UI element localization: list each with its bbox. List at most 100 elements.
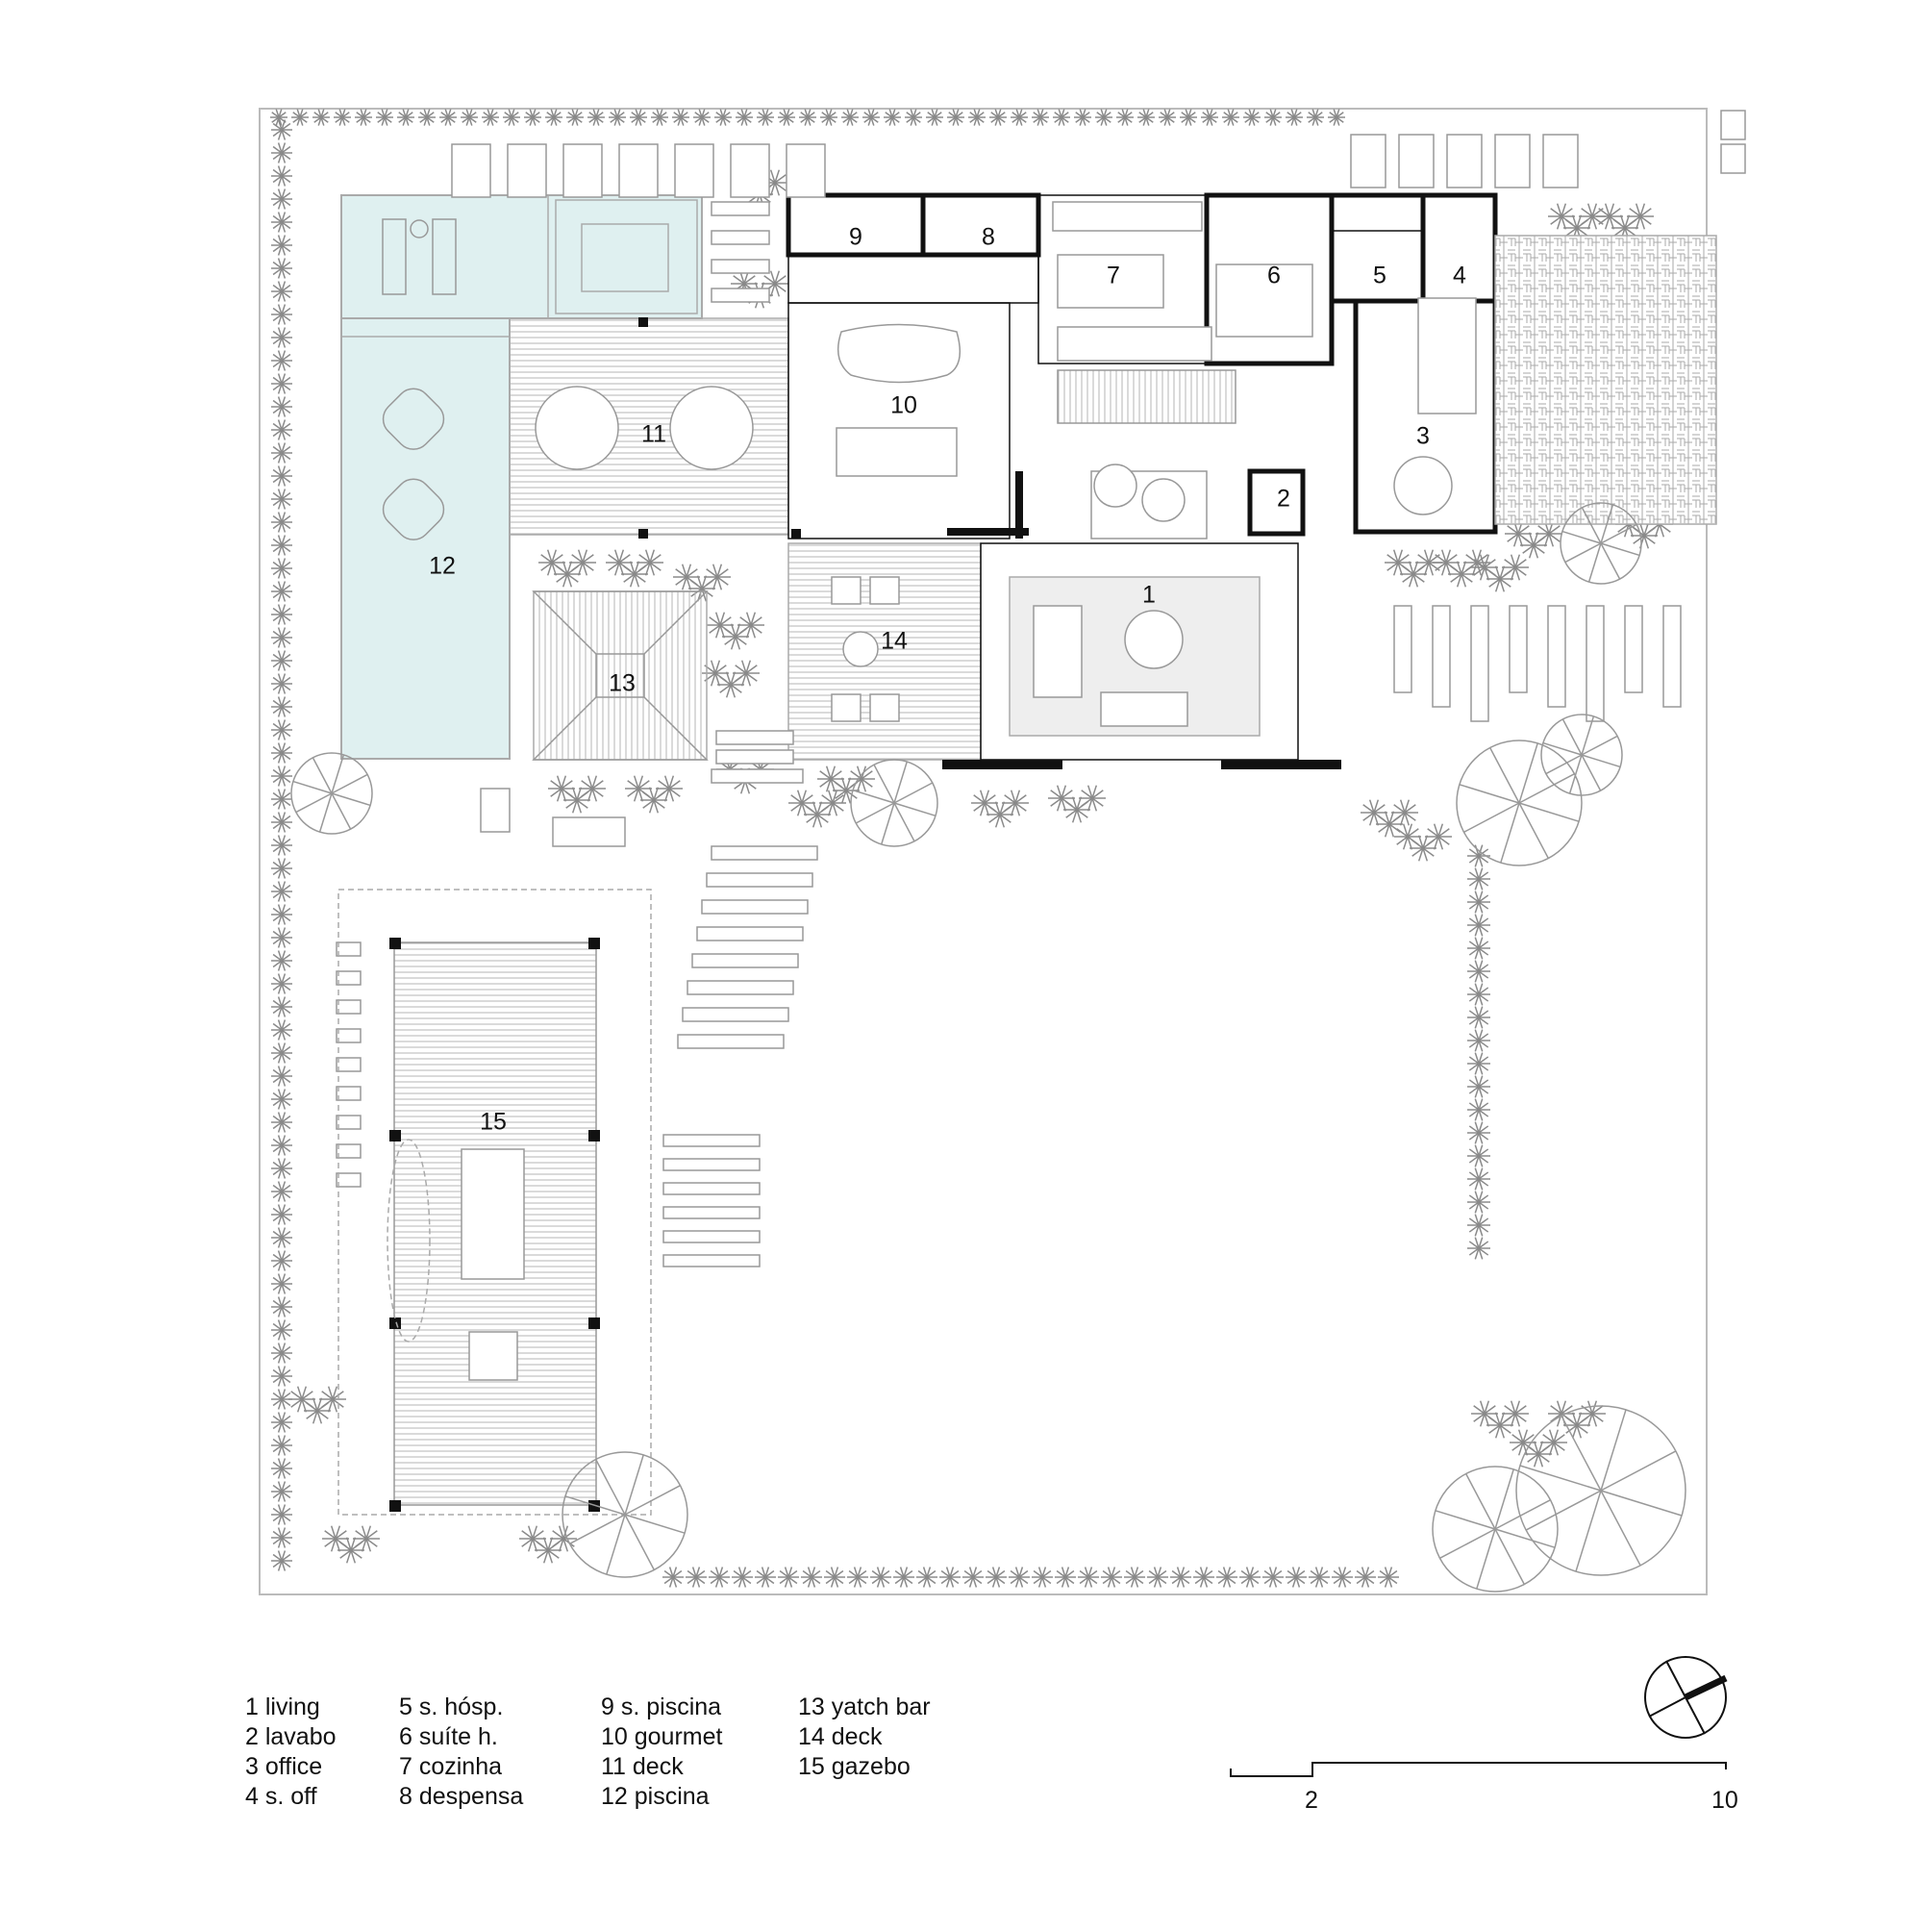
shrub-icon (986, 801, 1013, 828)
shrub-icon (817, 765, 844, 792)
scale-label-2: 2 (1305, 1787, 1318, 1814)
stone (677, 1034, 785, 1049)
shrub-icon (548, 775, 575, 802)
shrub-icon (799, 109, 816, 126)
shrub-icon (271, 1135, 292, 1156)
shrub-icon (1467, 1144, 1490, 1167)
shrub-icon (271, 881, 292, 902)
legend-item: 8 despensa (399, 1783, 524, 1810)
stair (1057, 369, 1236, 424)
shrub-icon (271, 419, 292, 440)
shrub-icon (1467, 1191, 1490, 1214)
shrub-icon (271, 1227, 292, 1248)
legend-item: 1 living (245, 1694, 320, 1720)
shrub-icon (1448, 561, 1475, 588)
stone (662, 1182, 761, 1195)
shrub-icon (1009, 1567, 1030, 1588)
legend-item: 13 yatch bar (798, 1694, 931, 1720)
shrub-icon (1467, 867, 1490, 891)
shrub-icon (736, 109, 753, 126)
shrub-icon (1048, 785, 1075, 812)
paving-area (1494, 235, 1717, 525)
stone (1720, 143, 1746, 174)
shrub-icon (271, 373, 292, 394)
shrub-icon (733, 660, 760, 687)
shrub-icon (630, 109, 647, 126)
shrub-icon (801, 1567, 822, 1588)
shrub-icon (673, 564, 700, 590)
shrub-icon (271, 858, 292, 879)
shrub-icon (271, 212, 292, 233)
shrub-icon (1520, 532, 1547, 559)
shrub-icon (1467, 937, 1490, 960)
shrub-icon (271, 1527, 292, 1548)
shrub-icon (651, 109, 668, 126)
legend-item: 11 deck (601, 1753, 684, 1780)
shrub-icon (905, 109, 922, 126)
shrub-icon (291, 109, 309, 126)
shrub-icon (1433, 549, 1460, 576)
deck-11 (509, 317, 801, 539)
shrub-icon (625, 775, 652, 802)
stone (552, 816, 626, 847)
tree-icon (290, 752, 373, 835)
shrub-icon (1579, 1400, 1606, 1427)
stone (1509, 605, 1528, 693)
shrub-icon (353, 1525, 380, 1552)
shrub-icon (271, 581, 292, 602)
shrub-icon (1309, 1567, 1330, 1588)
shrub-icon (1505, 520, 1532, 547)
shrub-icon (686, 1567, 707, 1588)
room-label-11: 11 (641, 421, 666, 448)
shrub-icon (1563, 1412, 1590, 1439)
shrub-icon (1002, 790, 1029, 816)
shrub-icon (1471, 1400, 1498, 1427)
shrub-icon (1467, 1006, 1490, 1029)
legend-column-1: 1 living 2 lavabo 3 office 4 s. off (245, 1693, 399, 1812)
stone (336, 1028, 362, 1043)
shrub-icon (271, 1481, 292, 1502)
stone (1432, 605, 1451, 708)
shrub-icon (271, 165, 292, 187)
shrub-icon (1467, 1029, 1490, 1052)
shrub-icon (1548, 203, 1575, 230)
shrub-icon (1467, 1075, 1490, 1098)
stone (1542, 134, 1579, 188)
shrub-icon (1328, 109, 1345, 126)
stone (562, 143, 603, 198)
shrub-icon (1502, 554, 1529, 581)
shrub-icon (563, 787, 590, 814)
shrub-icon (1355, 1567, 1376, 1588)
stone (451, 143, 491, 198)
tree-icon (1560, 502, 1642, 585)
shrub-icon (1425, 823, 1452, 850)
shrub-icon (304, 1397, 331, 1424)
stone (786, 143, 826, 198)
shrub-icon (271, 304, 292, 325)
shrub-icon (271, 1089, 292, 1110)
stone (706, 872, 813, 888)
shrub-icon (862, 109, 880, 126)
shrub-icon (524, 109, 541, 126)
shrub-icon (271, 535, 292, 556)
shrub-icon (569, 549, 596, 576)
stone (618, 143, 659, 198)
shrub-icon (717, 671, 744, 698)
shrub-icon (968, 109, 986, 126)
room-label-1: 1 (1142, 582, 1156, 609)
shrub-icon (461, 109, 478, 126)
shrub-icon (707, 612, 734, 639)
legend-item: 15 gazebo (798, 1753, 911, 1780)
stone (1624, 605, 1643, 693)
stone (1470, 605, 1489, 722)
shrub-icon (519, 1525, 546, 1552)
shrub-icon (271, 235, 292, 256)
shrub-icon (271, 627, 292, 648)
shrub-icon (271, 927, 292, 948)
shrub-icon (271, 1342, 292, 1364)
shrub-icon (271, 719, 292, 740)
shrub-icon (606, 549, 633, 576)
stone (1586, 605, 1605, 722)
shrub-icon (1467, 1214, 1490, 1237)
